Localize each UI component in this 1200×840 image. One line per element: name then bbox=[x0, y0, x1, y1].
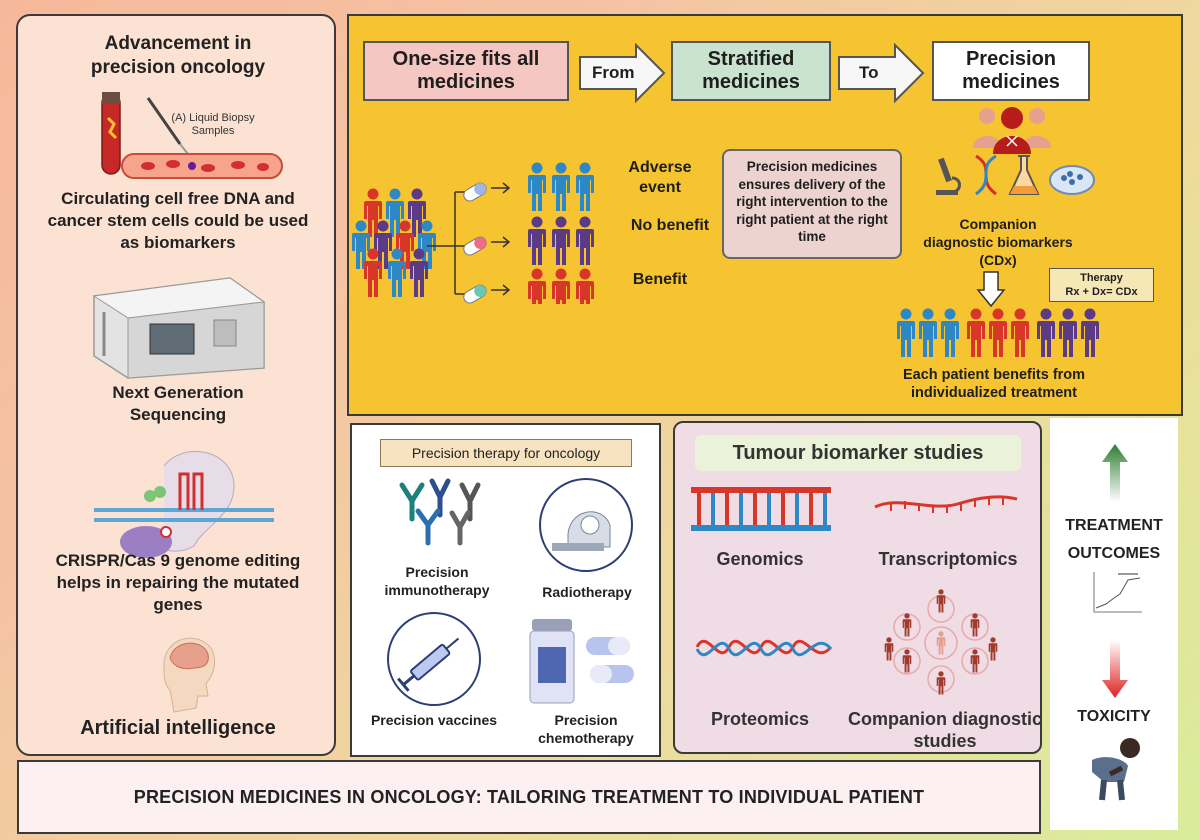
mixed-population-icon bbox=[352, 188, 436, 297]
individual-patients-icon bbox=[897, 308, 1099, 357]
cdx-label: Companion diagnostic biomarkers (CDx) bbox=[923, 216, 1073, 269]
immunotherapy-label: Precision immunotherapy bbox=[384, 564, 490, 599]
from-label: From bbox=[592, 63, 635, 82]
vaccine-icon bbox=[387, 612, 481, 706]
precision-callout: Precision medicines ensures delivery of … bbox=[722, 149, 902, 259]
ai-text: Artificial intelligence bbox=[80, 717, 276, 739]
to-arrow-icon bbox=[838, 43, 925, 103]
transcriptomics-label: Transcriptomics bbox=[878, 549, 1018, 569]
flask-icon bbox=[1008, 155, 1040, 195]
crispr-icon bbox=[94, 450, 274, 558]
population-branching-diagram bbox=[352, 162, 594, 304]
proteomics-label: Proteomics bbox=[710, 709, 810, 729]
no-benefit-label: No benefit bbox=[630, 217, 710, 234]
patient-group-icon bbox=[973, 107, 1051, 154]
up-arrow-icon bbox=[1102, 444, 1128, 502]
therapy-header: Precision therapy for oncology bbox=[380, 439, 632, 467]
chemotherapy-label: Precision chemotherapy bbox=[538, 712, 634, 747]
genomics-label: Genomics bbox=[716, 549, 804, 569]
sick-patient-icon bbox=[1092, 738, 1140, 801]
one-size-box: One-size fits all medicines bbox=[363, 41, 569, 101]
precision-box: Precision medicines bbox=[932, 41, 1090, 101]
precision-medicine-flow-panel: One-size fits all medicines From Stratif… bbox=[347, 14, 1183, 416]
toxicity-label: TOXICITY bbox=[1077, 708, 1151, 725]
sequencer-icon bbox=[92, 277, 266, 379]
companion-studies-label: Companion diagnostic studies bbox=[847, 709, 1042, 751]
liquid-biopsy-illustration bbox=[101, 92, 283, 179]
left-panel-title: Advancement in precision oncology bbox=[90, 33, 266, 78]
transcriptomics-icon bbox=[874, 495, 1018, 513]
proteomics-icon bbox=[695, 639, 833, 657]
biomarker-panel: Tumour biomarker studies Genomics Transc… bbox=[673, 421, 1042, 754]
treatment-outcomes-label: TREATMENT OUTCOMES bbox=[1065, 517, 1163, 562]
adverse-event-label: Adverse event bbox=[628, 159, 692, 196]
genomics-icon bbox=[691, 487, 831, 531]
biomarker-header: Tumour biomarker studies bbox=[695, 435, 1021, 471]
stratified-box: Stratified medicines bbox=[671, 41, 831, 101]
antibody-icon bbox=[399, 478, 481, 546]
liquid-biopsy-label: (A) Liquid Biopsy Samples bbox=[171, 112, 255, 137]
bottom-banner: PRECISION MEDICINES IN ONCOLOGY: TAILORI… bbox=[17, 760, 1041, 834]
radiotherapy-label: Radiotherapy bbox=[542, 584, 632, 600]
radiotherapy-icon bbox=[539, 478, 633, 572]
microscope-icon bbox=[936, 157, 961, 195]
down-arrow-icon bbox=[976, 271, 1006, 308]
crispr-text: CRISPR/Cas 9 genome editing helps in rep… bbox=[55, 551, 301, 615]
outcomes-panel: TREATMENT OUTCOMES TOXICITY bbox=[1050, 418, 1178, 830]
petri-dish-icon bbox=[1049, 165, 1095, 195]
ngs-text: Next Generation Sequencing bbox=[112, 383, 244, 425]
ai-head-icon bbox=[163, 637, 215, 713]
formula-line2: Rx + Dx= CDx bbox=[1065, 286, 1138, 299]
survival-curve-icon bbox=[1093, 572, 1142, 613]
chemotherapy-icon bbox=[529, 619, 634, 704]
formula-line1: Therapy bbox=[1080, 272, 1123, 284]
precision-therapy-panel: Precision therapy for oncology Precision… bbox=[350, 423, 661, 757]
vaccines-label: Precision vaccines bbox=[370, 712, 498, 728]
result-label: Each patient benefits from individualize… bbox=[902, 367, 1086, 402]
left-panel: Advancement in precision oncology (A) Li… bbox=[16, 14, 336, 756]
cfdna-text: Circulating cell free DNA and cancer ste… bbox=[47, 189, 309, 253]
dna-icon bbox=[975, 154, 997, 196]
from-arrow-icon bbox=[579, 43, 666, 103]
down-red-arrow-icon bbox=[1102, 640, 1128, 698]
benefit-label: Benefit bbox=[632, 271, 688, 288]
diagnostic-tools-icons bbox=[936, 154, 1095, 196]
companion-network-icon bbox=[884, 589, 998, 695]
to-label: To bbox=[859, 63, 879, 82]
formula-box: Therapy Rx + Dx= CDx bbox=[1049, 268, 1154, 302]
